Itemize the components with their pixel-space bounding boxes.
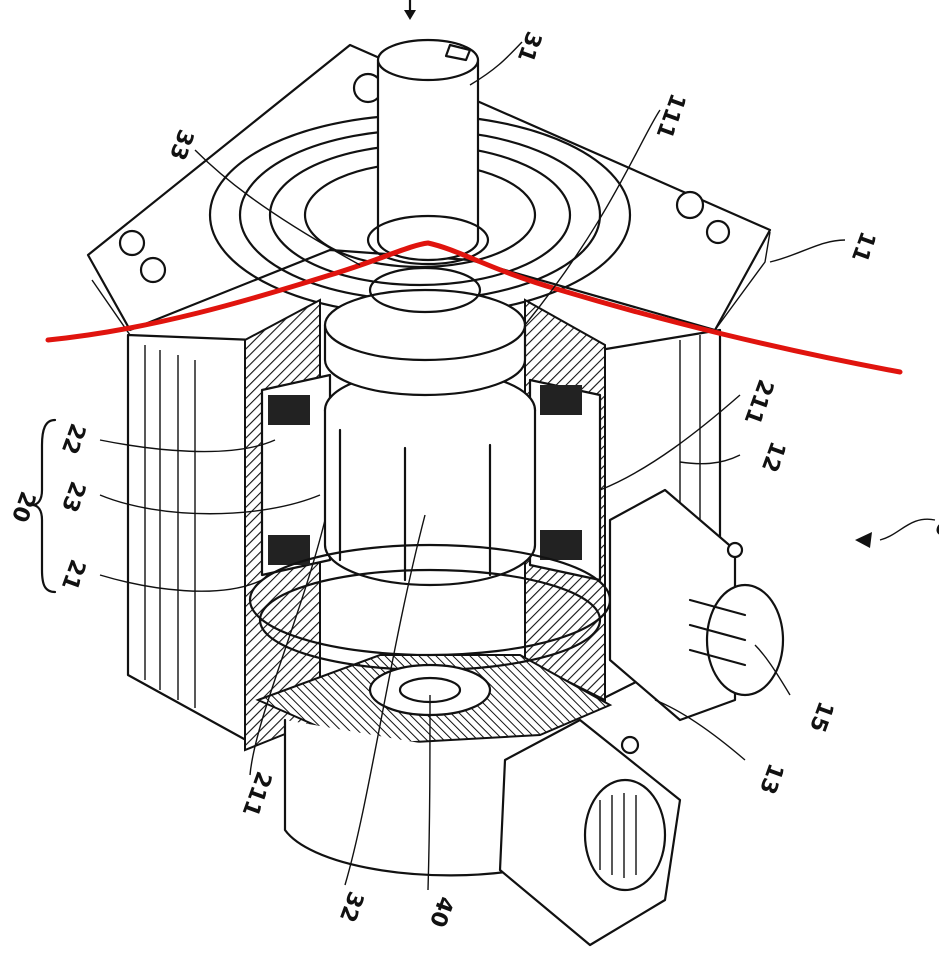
bearing-hub — [323, 266, 527, 397]
section-arrow — [404, 0, 416, 20]
label-6: 6 — [929, 518, 939, 541]
terminal-box — [608, 488, 785, 722]
shaft — [366, 38, 490, 266]
label-20: 20 — [6, 488, 40, 525]
leader-lines — [30, 41, 936, 891]
label-13: 13 — [754, 760, 788, 797]
label-33: 33 — [164, 126, 198, 163]
cut-line — [45, 240, 903, 375]
label-211-top: 211 — [739, 376, 778, 428]
label-40: 40 — [424, 893, 458, 930]
label-211-bottom: 211 — [237, 768, 276, 820]
encoder-housing — [283, 663, 682, 947]
label-21: 21 — [56, 556, 90, 593]
label-15: 15 — [804, 698, 838, 735]
label-11: 11 — [846, 228, 880, 265]
label-12: 12 — [756, 438, 790, 475]
label-22: 22 — [56, 420, 90, 457]
label-31: 31 — [512, 28, 546, 65]
label-23: 23 — [56, 478, 90, 515]
label-32: 32 — [334, 888, 368, 925]
stator — [260, 373, 602, 582]
